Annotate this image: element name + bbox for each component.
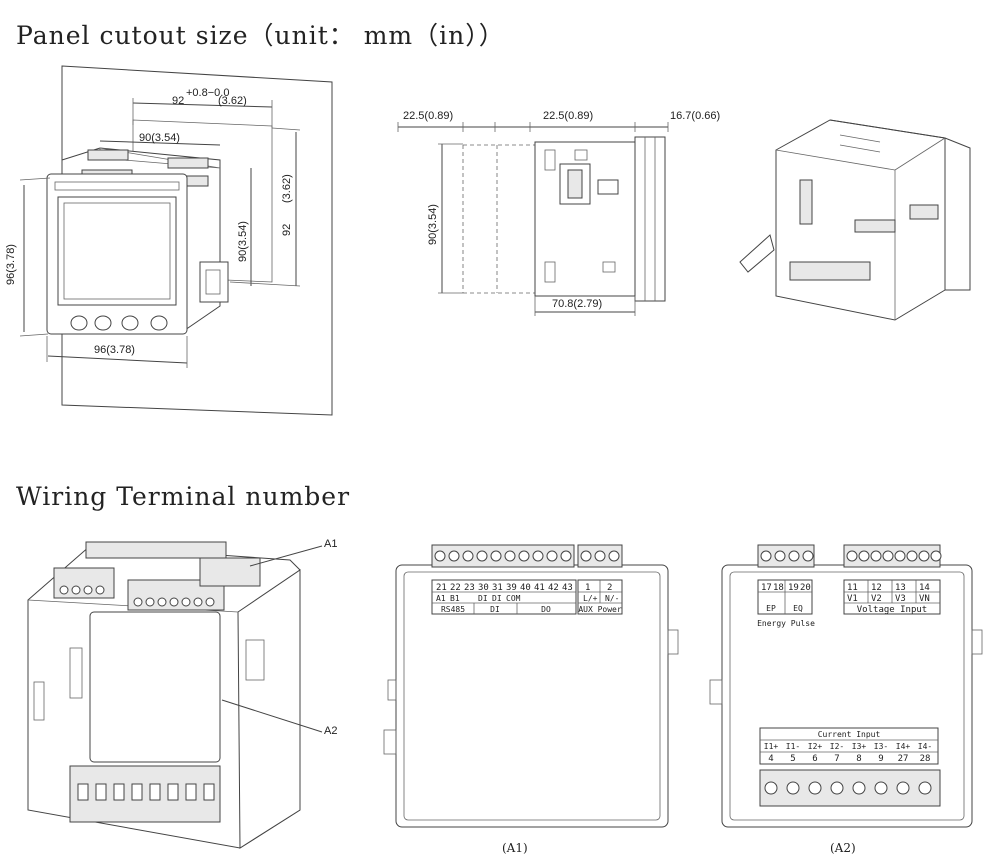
dim-96-bottom: 96(3.78) [94,344,135,356]
a1-aux-number: 2 [607,583,612,593]
a1-terminal-label: A1 [436,594,446,603]
a2-current-number: 27 [898,754,909,764]
dim-92-tolerance: +0.8−0.0 [186,87,229,99]
a1-group-label: DO [541,605,551,614]
a1-caption: (A1) [502,841,528,855]
dim-92-top: 92 [172,95,184,107]
a1-terminal-label: B1 [450,594,460,603]
a1-terminal-number: 31 [492,583,503,593]
a1-terminal-number: 41 [534,583,545,593]
callout-a2: A2 [324,725,337,737]
wiring-top-screws [59,585,215,607]
a1-terminal-label: DI [492,594,502,603]
a2-current-group-label: Current Input [818,730,881,739]
a2-energy-label: EQ [793,604,803,613]
a2-voltage-label: V2 [871,594,882,604]
a2-current-number: 5 [790,754,795,764]
a1-aux-label: N/- [605,594,619,603]
a2-current-label: I1- [786,742,800,751]
a1-terminal-number: 39 [506,583,517,593]
a2-energy-label: EP [766,604,776,613]
a2-rear-panel [709,544,983,828]
a2-current-number: 9 [878,754,883,764]
a2-voltage-group-label: Voltage Input [857,605,927,615]
wiring-3d-view [27,541,323,849]
dim-side-90: 90(3.54) [427,204,439,245]
a2-current-label: I3+ [852,742,867,751]
a1-screw-row [434,550,620,562]
a2-voltage-number: 12 [871,583,882,593]
a2-energy-number: 20 [800,583,811,593]
a2-caption: (A2) [830,841,856,855]
dim-96-left: 96(3.78) [5,244,17,285]
side-view-drawing [397,122,669,316]
a2-voltage-label: VN [919,594,930,604]
a1-terminal-number: 30 [478,583,489,593]
a2-voltage-label: V3 [895,594,906,604]
rear-3d-view [739,119,971,321]
wiring-terminal-heading: Wiring Terminal number [16,482,351,511]
a1-terminal-number: 43 [562,583,573,593]
a2-bottom-screw-row [764,781,932,795]
a1-rear-panel [383,544,679,828]
a1-terminal-number: 40 [520,583,531,593]
a2-energy-number: 17 [761,583,772,593]
a1-terminal-label: COM [506,594,521,603]
a1-terminal-number: 42 [548,583,559,593]
a2-current-label: I2- [830,742,844,751]
dim-side-16-7: 16.7(0.66) [670,110,720,122]
a2-voltage-label: V1 [847,594,858,604]
wiring-bottom-screws [77,783,215,801]
a2-voltage-number: 11 [847,583,858,593]
a2-top-screw-row [760,550,942,562]
a2-energy-group-label: Energy Pulse [757,619,815,628]
a2-current-label: I3- [874,742,888,751]
a2-energy-number: 18 [773,583,784,593]
a1-group-label: DI [490,605,500,614]
dim-92-vertical-in: (3.62) [281,174,293,203]
a2-current-number: 6 [812,754,817,764]
a1-terminal-label: DI [478,594,488,603]
a2-current-number: 7 [834,754,839,764]
front-view-dimensions: 92 +0.8−0.0 (3.62) 90(3.54) 96(3.78) 90(… [5,87,293,356]
a1-terminal-number: 23 [464,583,475,593]
dim-90-vertical: 90(3.54) [237,221,249,262]
dim-side-22-5-b: 22.5(0.89) [543,110,593,122]
dim-92-top-in: (3.62) [218,95,247,107]
a2-current-number: 8 [856,754,861,764]
panel-cutout-heading: Panel cutout size（unit： mm（in）） [16,21,505,50]
a2-voltage-number: 13 [895,583,906,593]
a2-energy-number: 19 [788,583,799,593]
a2-current-label: I4+ [896,742,911,751]
a2-current-number: 4 [768,754,773,764]
a2-current-label: I4- [918,742,932,751]
a2-current-label: I2+ [808,742,823,751]
a2-current-number: 28 [920,754,931,764]
a1-terminal-number: 22 [450,583,461,593]
dim-92-vertical: 92 [281,224,293,236]
a1-group-label: RS485 [441,605,465,614]
side-view-dimensions: 22.5(0.89) 22.5(0.89) 16.7(0.66) 90(3.54… [403,110,720,310]
a1-aux-number: 1 [585,583,590,593]
a2-current-label: I1+ [764,742,779,751]
a1-aux-group-label: AUX Power [578,605,622,614]
dim-side-22-5-a: 22.5(0.89) [403,110,453,122]
a2-voltage-number: 14 [919,583,930,593]
front-view-drawing [19,65,333,416]
callout-a1: A1 [324,538,337,550]
dim-side-70-8: 70.8(2.79) [552,298,602,310]
a1-terminal-number: 21 [436,583,447,593]
a1-aux-label: L/+ [583,594,598,603]
dim-90-top: 90(3.54) [139,132,180,144]
